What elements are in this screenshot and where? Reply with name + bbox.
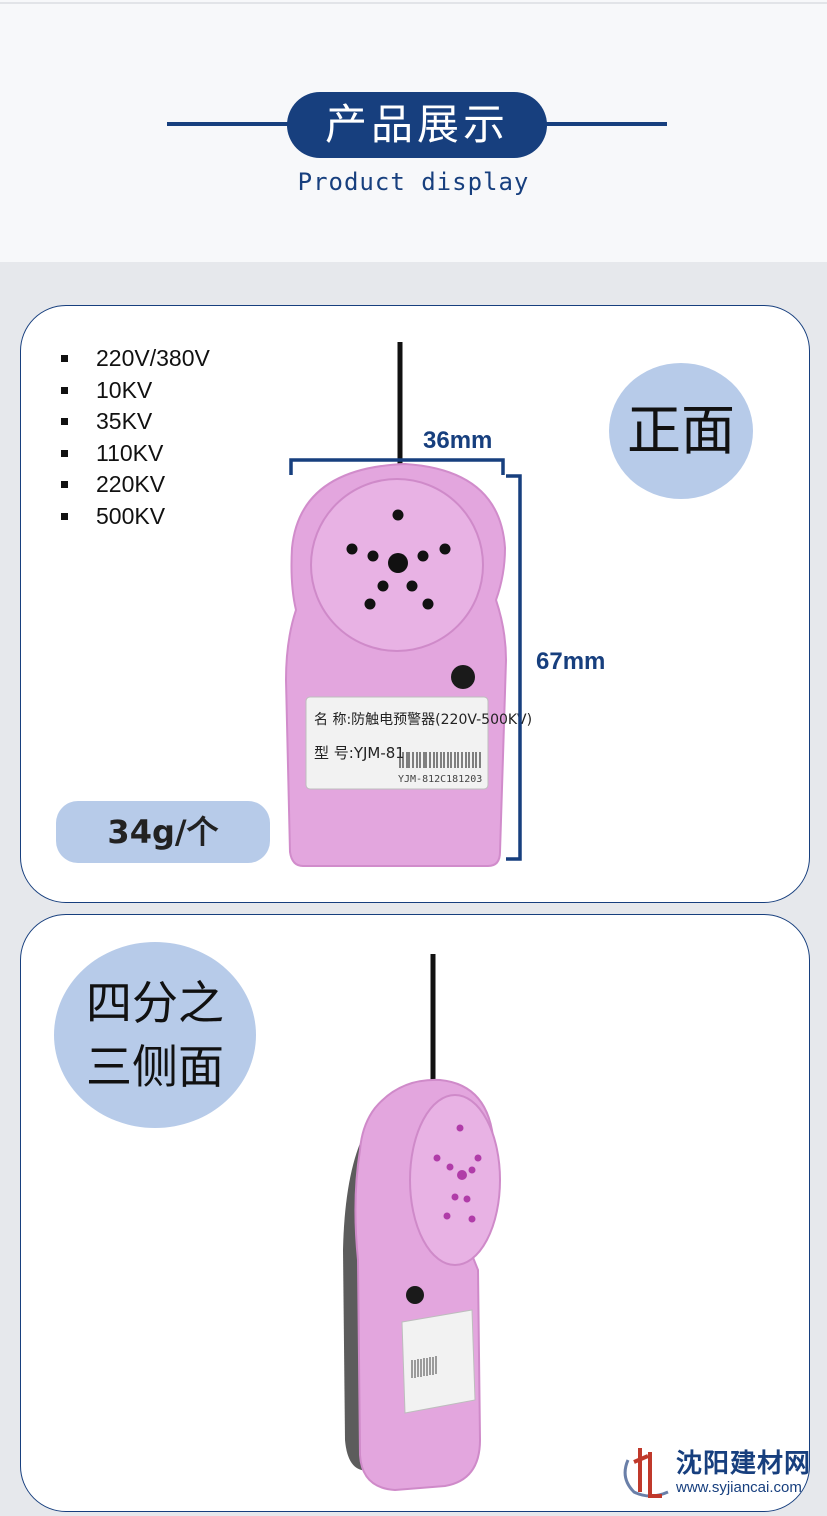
watermark-logo-icon: [623, 1448, 669, 1498]
front-view-badge: 正面: [609, 363, 753, 499]
side-view-badge: 四分之 三侧面: [54, 942, 256, 1128]
voltage-item: 220V/380V: [60, 343, 210, 375]
barcode: [399, 752, 481, 768]
width-label: 36mm: [423, 427, 493, 454]
device-label-plate: [305, 696, 489, 790]
height-label: 67mm: [536, 648, 606, 675]
side-speaker-holes: [433, 1124, 482, 1223]
section-subtitle: Product display: [297, 168, 530, 196]
height-dimension: [506, 474, 522, 861]
side-device: [343, 954, 501, 1492]
side-power-button: [406, 1286, 424, 1304]
weight-badge: 34g/个: [56, 801, 270, 863]
side-view-label-line1: 四分之: [86, 976, 224, 1030]
voltage-item: 220KV: [60, 469, 210, 501]
voltage-item: 35KV: [60, 406, 210, 438]
header-rule-right: [545, 122, 667, 126]
header-rule-left: [167, 122, 289, 126]
voltage-item: 500KV: [60, 501, 210, 533]
voltage-list: 220V/380V 10KV 35KV 110KV 220KV 500KV: [60, 343, 210, 532]
front-device: 名 称:防触电预警器(220V-500KV) 型 号:YJM-81 YJM-81…: [284, 342, 532, 867]
device-model-line: 型 号:YJM-81: [314, 744, 405, 762]
voltage-item: 10KV: [60, 375, 210, 407]
watermark-url: www.syjiancai.com: [676, 1479, 802, 1496]
device-name-line: 名 称:防触电预警器(220V-500KV): [314, 712, 532, 728]
watermark-name: 沈阳建材网: [676, 1449, 812, 1479]
side-view-label-line2: 三侧面: [86, 1040, 224, 1094]
power-button: [451, 665, 475, 689]
top-divider: [0, 2, 827, 4]
width-dimension: [289, 458, 505, 475]
side-label-plate: [401, 1309, 476, 1414]
side-speaker-dial: [409, 1094, 501, 1266]
voltage-item: 110KV: [60, 438, 210, 470]
device-serial: YJM-812C181203: [398, 774, 482, 785]
side-barcode: [411, 1356, 437, 1378]
speaker-holes: [346, 509, 451, 610]
section-title: 产品展示: [287, 92, 547, 158]
